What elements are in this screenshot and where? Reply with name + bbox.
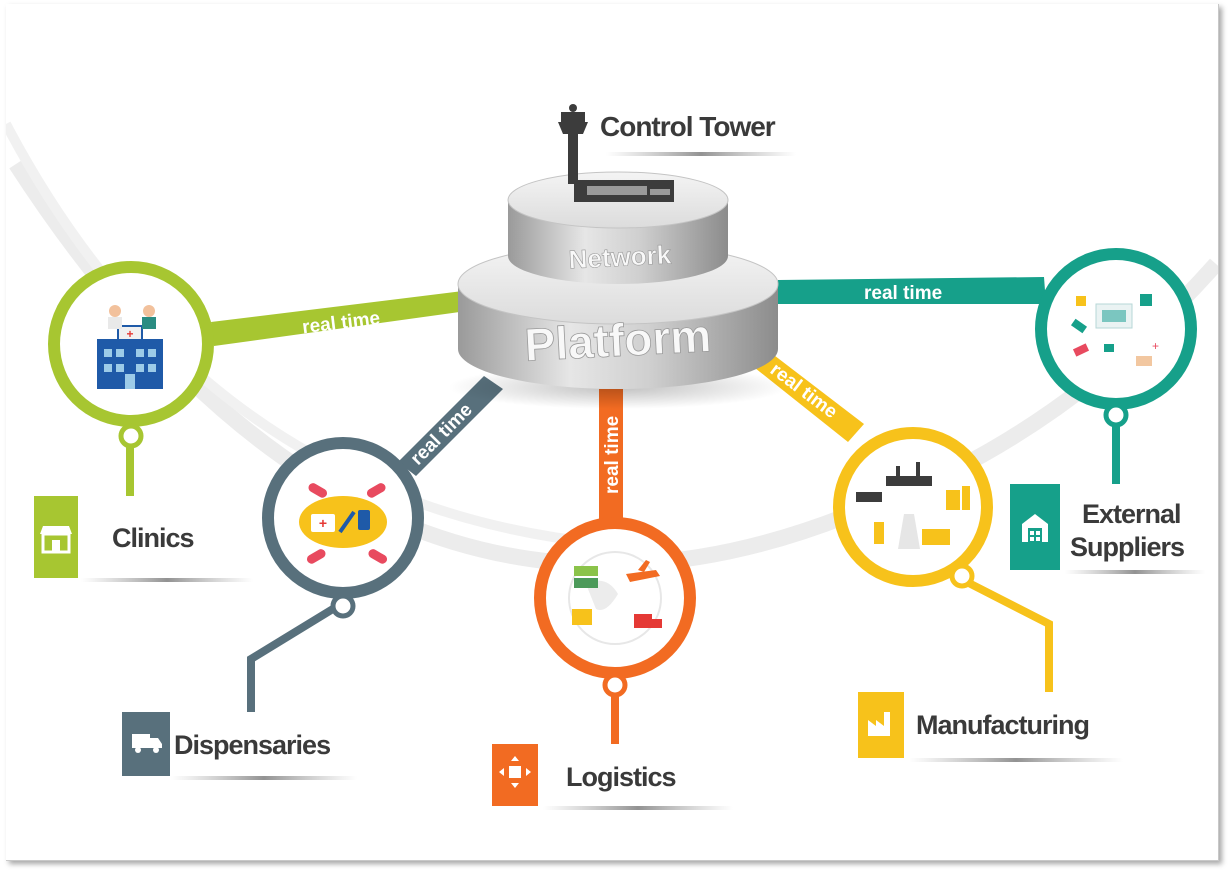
suppliers-label-card: External Suppliers xyxy=(1010,484,1210,574)
dispensaries-label: Dispensaries xyxy=(174,730,330,760)
globe-shipping-icon xyxy=(568,551,662,645)
control-tower-icon xyxy=(558,104,674,202)
suppliers-label-line1: External xyxy=(1082,499,1181,529)
logistics-label: Logistics xyxy=(566,762,676,792)
network-diagram: real time real time real time real time … xyxy=(6,104,1218,810)
box-arrows-icon xyxy=(499,756,531,788)
logistics-label-card: Logistics xyxy=(492,744,738,810)
control-tower-title: Control Tower xyxy=(600,111,776,142)
real-time-label-dispensaries: real time xyxy=(407,399,477,469)
manufacturing-label: Manufacturing xyxy=(916,710,1089,740)
clinics-node: + xyxy=(48,261,214,449)
connector-lines xyxy=(126,277,1120,749)
svg-text:+: + xyxy=(126,327,133,341)
clinics-link xyxy=(211,290,474,346)
suppliers-label-line2: Suppliers xyxy=(1070,532,1184,562)
manufacturing-label-card: Manufacturing xyxy=(858,692,1128,762)
hospital-icon: + xyxy=(97,305,163,389)
real-time-label-suppliers: real time xyxy=(864,283,942,304)
storefront-icon xyxy=(40,526,72,554)
logistics-link xyxy=(599,389,623,519)
real-time-label-logistics: real time xyxy=(602,416,623,494)
platform-stack: Network Platform xyxy=(448,171,788,409)
dispensaries-label-card: Dispensaries xyxy=(122,712,362,780)
suppliers-node: + xyxy=(1035,248,1197,428)
clinics-label-card: Clinics xyxy=(34,496,256,582)
svg-text:+: + xyxy=(319,515,327,531)
factory-small-icon xyxy=(868,712,890,736)
clinics-label: Clinics xyxy=(112,523,194,553)
diagram-frame: real time real time real time real time … xyxy=(6,4,1219,861)
dispensaries-link xyxy=(398,376,503,476)
suppliers-link xyxy=(778,277,1046,304)
manufacturing-link xyxy=(750,349,864,442)
factory-icon xyxy=(856,462,970,549)
pharmacy-icon: + xyxy=(299,483,388,564)
warehouse-icon xyxy=(1022,514,1048,542)
dispensaries-node: + xyxy=(262,437,424,619)
delivery-truck-icon xyxy=(132,734,162,753)
manufacturing-node xyxy=(833,427,993,589)
network-label: Network xyxy=(568,239,673,274)
supply-chain-icon: + xyxy=(1070,294,1159,366)
svg-text:+: + xyxy=(1152,339,1159,353)
logistics-node xyxy=(534,517,696,698)
platform-label: Platform xyxy=(523,309,712,371)
